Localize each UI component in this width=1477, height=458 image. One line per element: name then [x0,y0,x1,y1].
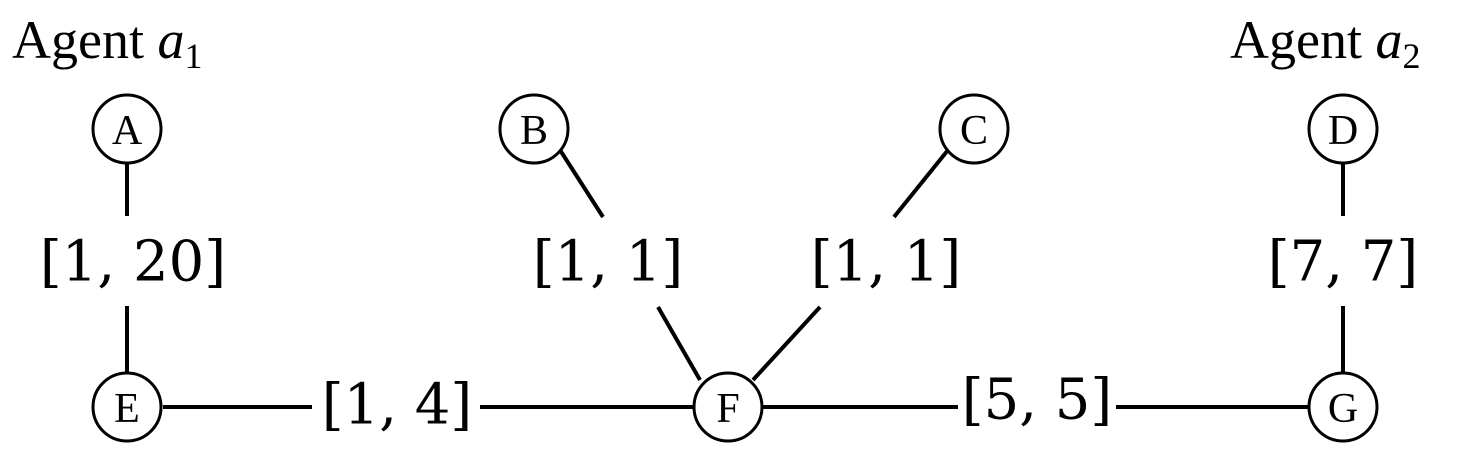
node-a: A [91,93,163,165]
weight-e-f: [1, 4] [322,373,473,438]
weight-d-g: [7, 7] [1268,230,1419,295]
edges [125,148,1345,409]
node-e-label: E [114,386,140,432]
weight-b-f: [1, 1] [533,230,684,295]
node-b: B [498,93,570,165]
edge-c-f-lower [751,305,822,382]
agent-a1-prefix: Agent [12,10,157,70]
weight-f-g: [5, 5] [962,368,1113,433]
node-c-label: C [960,108,988,154]
edge-b-f-lower [656,306,702,381]
agent-a1-var: a [157,10,184,70]
node-a-label: A [112,108,143,154]
node-b-label: B [520,108,548,154]
agent-a2-prefix: Agent [1230,10,1375,70]
node-d-label: D [1328,108,1358,154]
agent-a2-sub: 2 [1402,36,1420,76]
weight-c-f: [1, 1] [811,230,962,295]
edge-c-f-upper [892,148,950,219]
agent-a1-label: Agent a1 [12,10,202,76]
agent-a1-sub: 1 [184,36,202,76]
node-g: G [1307,371,1379,443]
node-f: F [692,371,764,443]
node-d: D [1307,93,1379,165]
edge-b-f-upper [558,148,605,219]
agent-a2-var: a [1375,10,1402,70]
edge-weights: [1, 20] [1, 1] [1, 1] [7, 7] [1, 4] [5, … [40,230,1418,438]
node-f-label: F [716,386,739,432]
weight-a-e: [1, 20] [40,230,226,295]
node-e: E [91,371,163,443]
node-c: C [938,93,1010,165]
agent-a2-label: Agent a2 [1230,10,1420,76]
node-g-label: G [1328,386,1358,432]
